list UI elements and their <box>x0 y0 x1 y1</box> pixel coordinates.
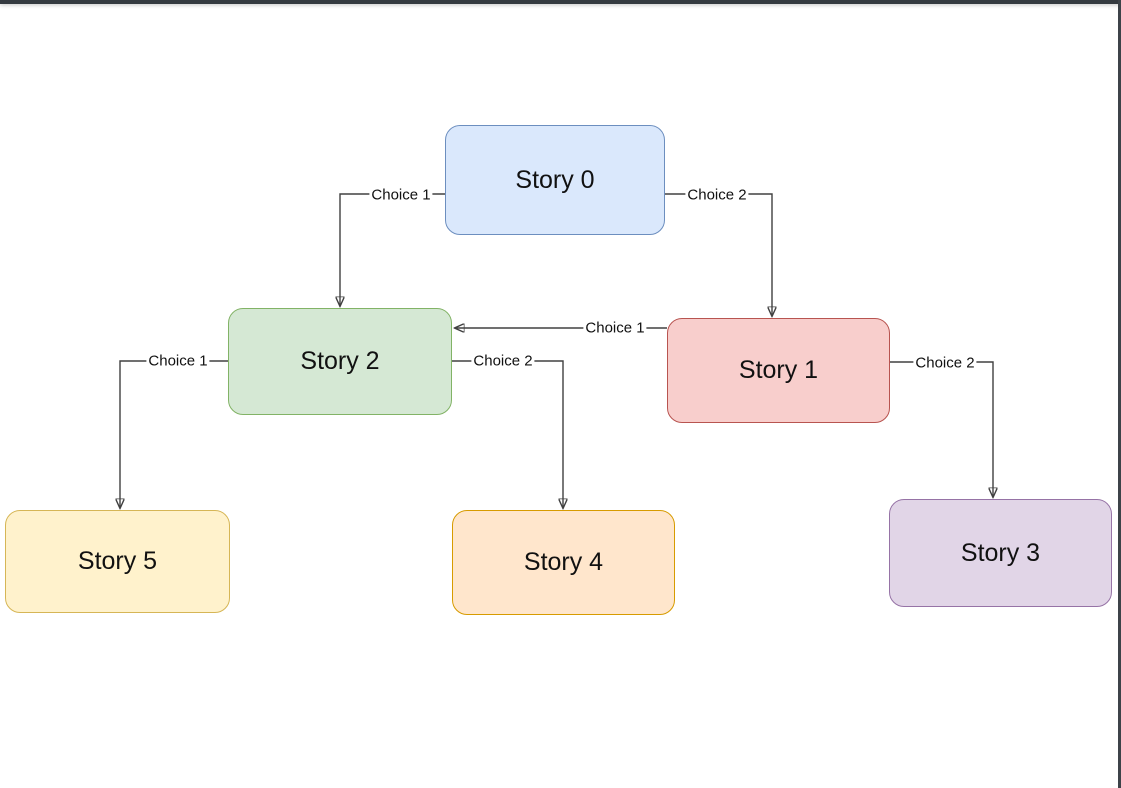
edge-label-story2-choice1: Choice 1 <box>146 352 210 370</box>
node-story-5-label: Story 5 <box>77 547 158 575</box>
edge-story2-story5 <box>120 360 228 508</box>
node-story-4[interactable]: Story 4 <box>452 510 675 615</box>
node-story-1-label: Story 1 <box>738 356 819 384</box>
window-top-border <box>0 0 1121 4</box>
node-story-2-label: Story 2 <box>300 347 380 375</box>
node-story-4-label: Story 4 <box>523 548 604 576</box>
edge-story0-story1 <box>665 193 772 316</box>
edge-label-story0-choice2: Choice 2 <box>685 186 749 204</box>
edge-story1-story3 <box>890 361 993 497</box>
edge-story2-story4 <box>452 360 563 508</box>
edge-label-story2-choice2: Choice 2 <box>471 352 535 370</box>
edge-label-story1-choice2: Choice 2 <box>913 354 977 372</box>
node-story-3[interactable]: Story 3 <box>889 499 1112 607</box>
edge-story0-story2 <box>340 193 445 306</box>
edge-label-story1-choice1: Choice 1 <box>583 319 647 337</box>
node-story-3-label: Story 3 <box>960 538 1041 567</box>
node-story-0[interactable]: Story 0 <box>445 125 665 235</box>
node-story-0-label: Story 0 <box>515 165 595 194</box>
edge-label-story0-choice1: Choice 1 <box>369 186 433 204</box>
node-story-1[interactable]: Story 1 <box>667 318 890 423</box>
node-story-5[interactable]: Story 5 <box>5 510 230 613</box>
window-right-border <box>1118 0 1121 788</box>
node-story-2[interactable]: Story 2 <box>228 308 452 415</box>
